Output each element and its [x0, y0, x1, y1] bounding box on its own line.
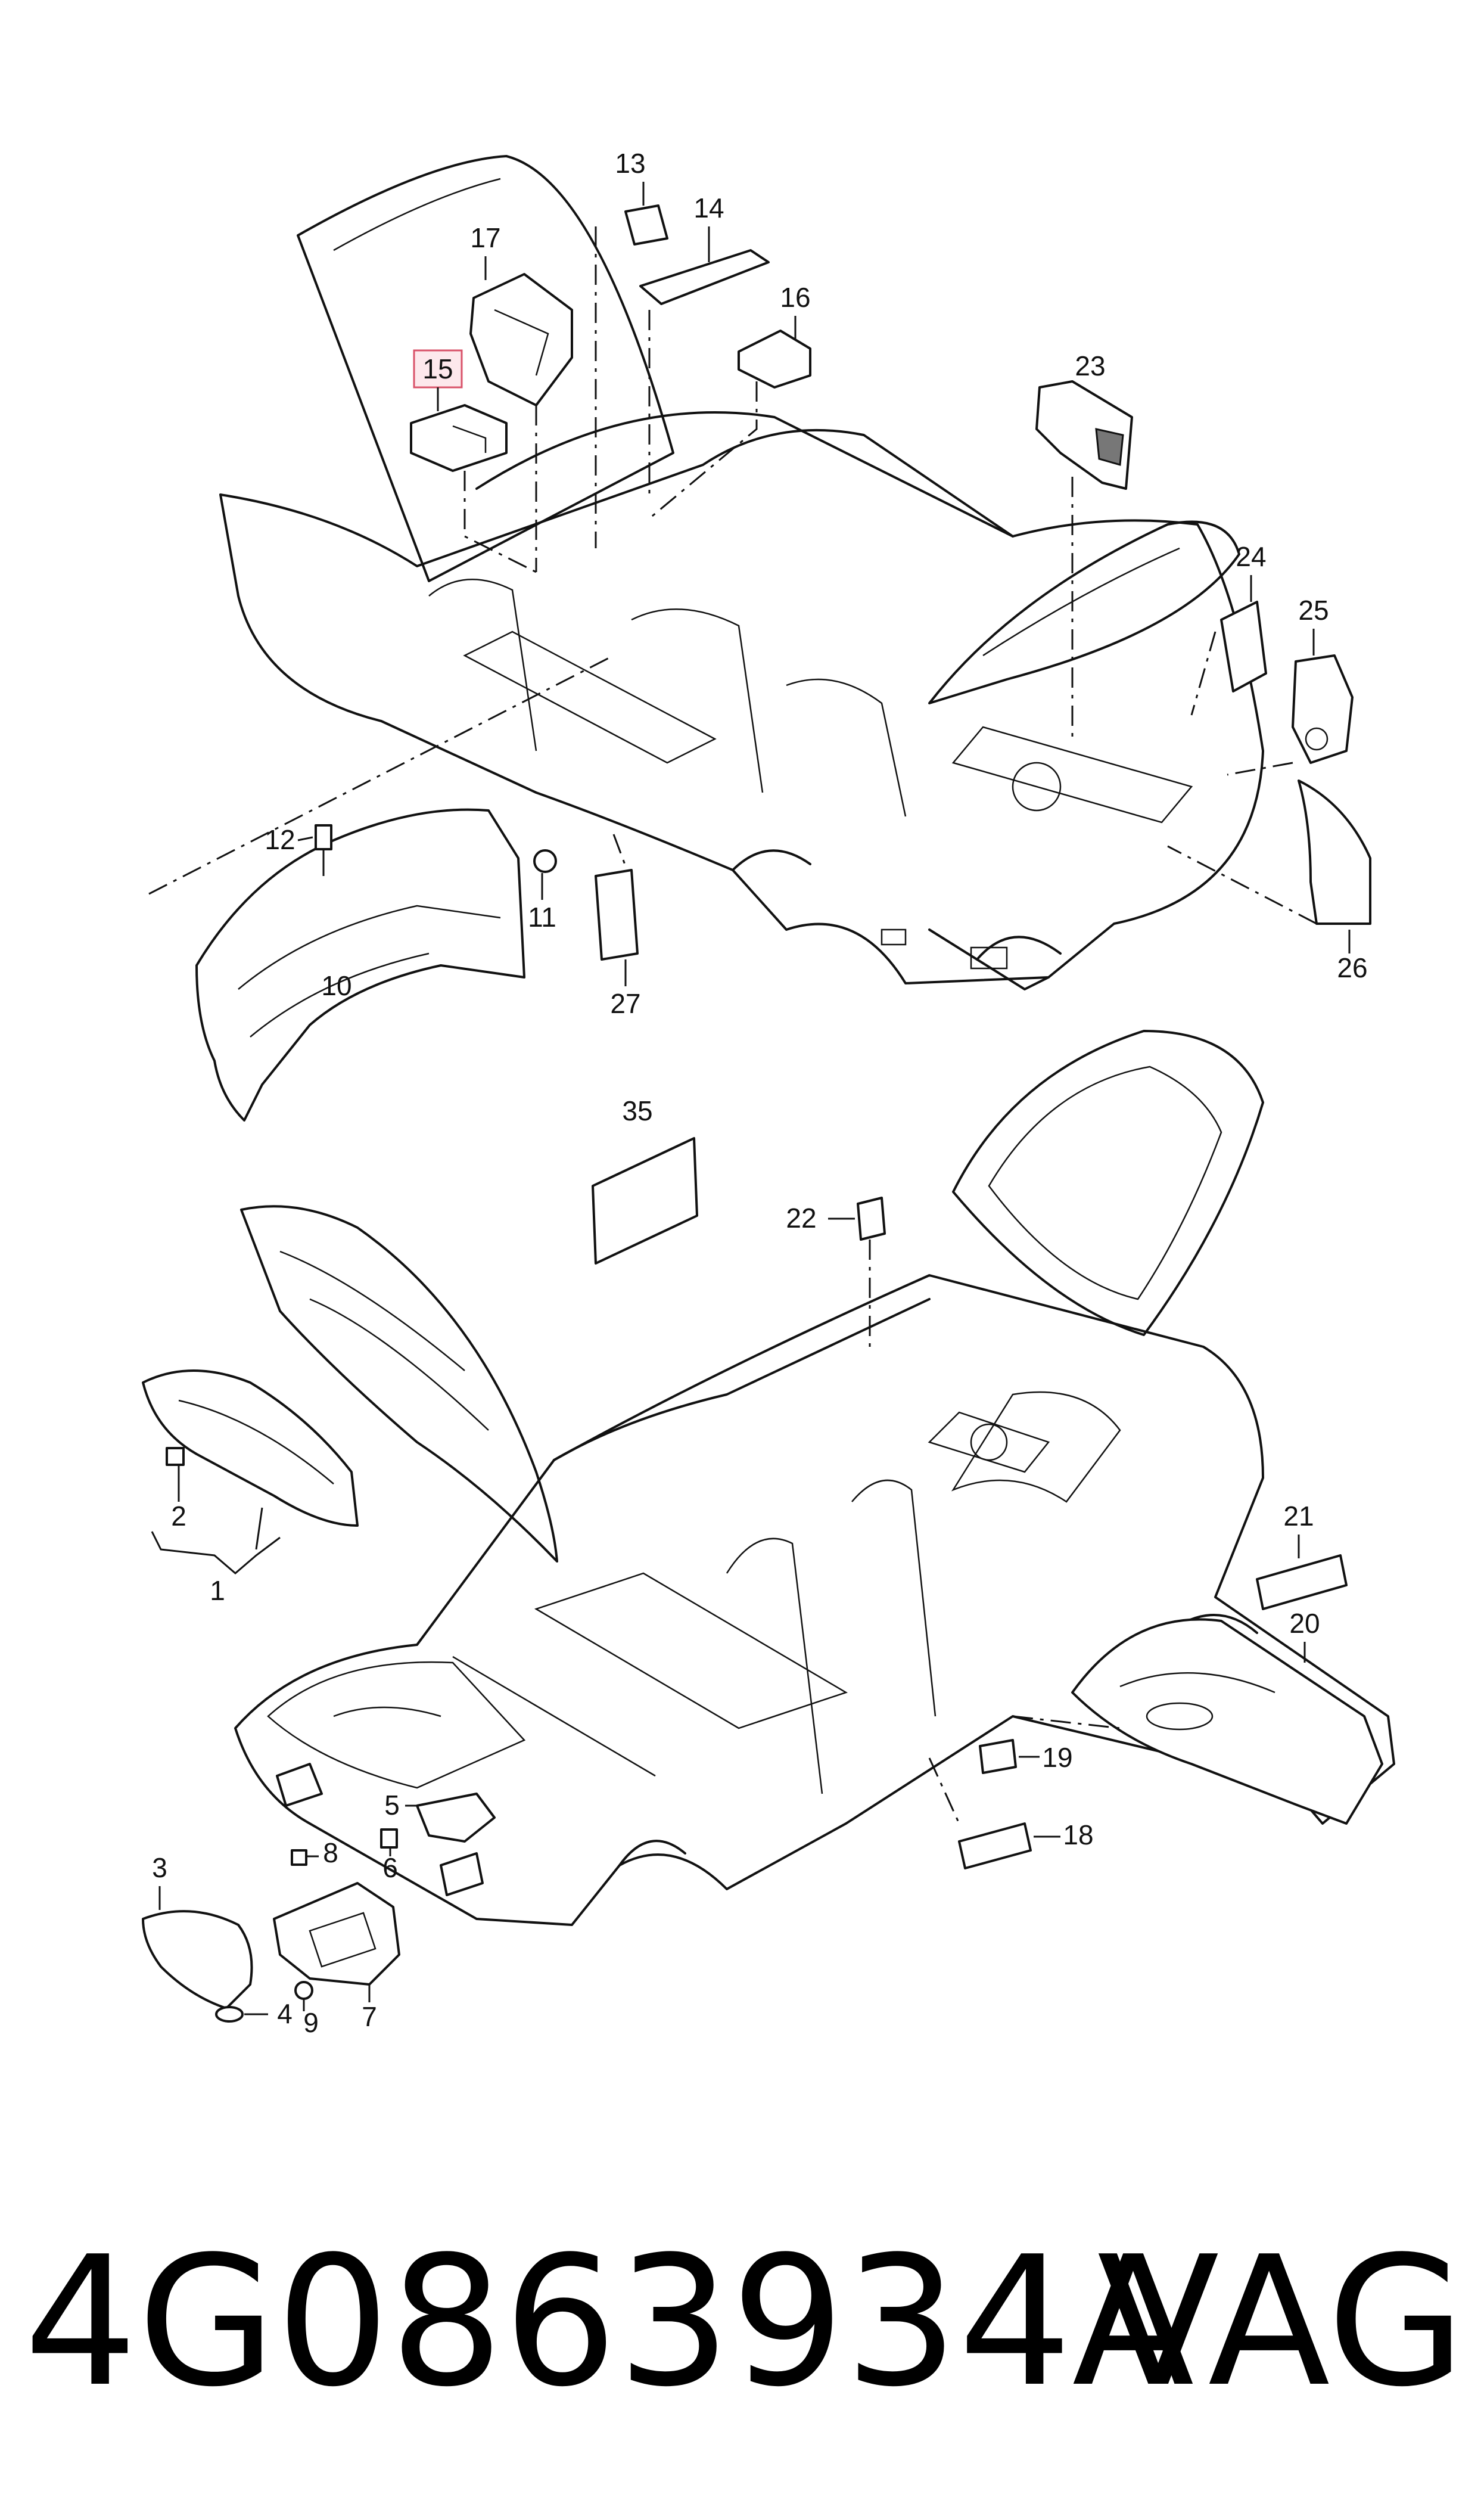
callout-13: 13 — [615, 148, 645, 179]
tailgate — [928, 520, 1240, 704]
callout-18: 18 — [1063, 1819, 1093, 1850]
callout-17: 17 — [470, 222, 500, 253]
part-3-heat-shield — [142, 1910, 253, 2009]
callout-1: 1 — [210, 1575, 225, 1606]
callout-9: 9 — [303, 2007, 319, 2038]
callout-27: 27 — [610, 988, 640, 1019]
callout-24: 24 — [1236, 541, 1266, 572]
part-5-bracket — [416, 1793, 496, 1843]
callout-22: 22 — [786, 1203, 816, 1234]
callout-35: 35 — [622, 1095, 652, 1126]
part-19-pad — [979, 1739, 1017, 1774]
callout-8: 8 — [323, 1837, 338, 1868]
part-13-pad — [624, 204, 668, 246]
callout-26: 26 — [1337, 952, 1367, 983]
part-8-clip — [291, 1849, 307, 1866]
part-16-bracket — [738, 330, 811, 389]
callout-6: 6 — [382, 1852, 398, 1883]
part-25-bracket — [1292, 654, 1354, 764]
car-body-outline — [219, 428, 1264, 984]
callout-16: 16 — [780, 282, 810, 313]
open-hood — [297, 155, 674, 582]
part-2-clip — [166, 1447, 185, 1466]
sedan-body-outline — [234, 1274, 1395, 1926]
callout-15: 15 — [422, 353, 453, 384]
part-18-strip — [958, 1822, 1032, 1869]
part-17-insulation — [469, 273, 573, 406]
part-15-foam-block — [410, 404, 508, 472]
callout-10: 10 — [321, 970, 351, 1001]
lower-hood — [240, 1205, 558, 1563]
part-27-pad — [595, 869, 639, 961]
callout-19: 19 — [1042, 1742, 1072, 1773]
callout-21: 21 — [1283, 1501, 1314, 1532]
part-7-bracket — [273, 1882, 400, 1986]
part-number: 4G0863934A — [24, 2218, 1195, 2426]
callout-14: 14 — [693, 192, 724, 223]
part-21-strip — [1256, 1554, 1348, 1610]
part-4-grommet — [215, 2006, 244, 2023]
callout-5: 5 — [384, 1790, 400, 1821]
brand-label: VAG — [1097, 2218, 1466, 2426]
lower-assembly: 35 22 2 1 — [142, 1030, 1395, 2038]
part-24-pad — [1220, 601, 1267, 692]
roof-line — [475, 411, 1014, 538]
part-35-sheet — [592, 1137, 698, 1265]
part-12-screw — [315, 824, 332, 850]
upper-assembly: 13 14 16 17 15 23 — [148, 148, 1371, 1122]
callout-23: 23 — [1075, 350, 1105, 381]
callout-20: 20 — [1289, 1608, 1320, 1639]
part-9-screw — [294, 1981, 313, 2000]
callout-2: 2 — [171, 1501, 186, 1532]
part-26-panel — [1298, 779, 1371, 925]
callout-7: 7 — [362, 2001, 377, 2032]
part-14-strip — [639, 249, 770, 305]
trunk-lid — [952, 1030, 1264, 1336]
callout-25: 25 — [1298, 595, 1329, 626]
callout-3: 3 — [152, 1852, 167, 1883]
part-22-pad — [857, 1197, 886, 1241]
part-6-clip — [380, 1828, 398, 1849]
part-11-clip — [533, 849, 557, 873]
part-20-floor-insulation — [1071, 1618, 1383, 1825]
callout-4: 4 — [277, 1998, 293, 2029]
callout-11: 11 — [528, 902, 556, 933]
callout-12: 12 — [265, 824, 295, 855]
part-1-hood-insulation — [142, 1369, 359, 1527]
part-10-wheelhouse-liner — [195, 808, 525, 1122]
